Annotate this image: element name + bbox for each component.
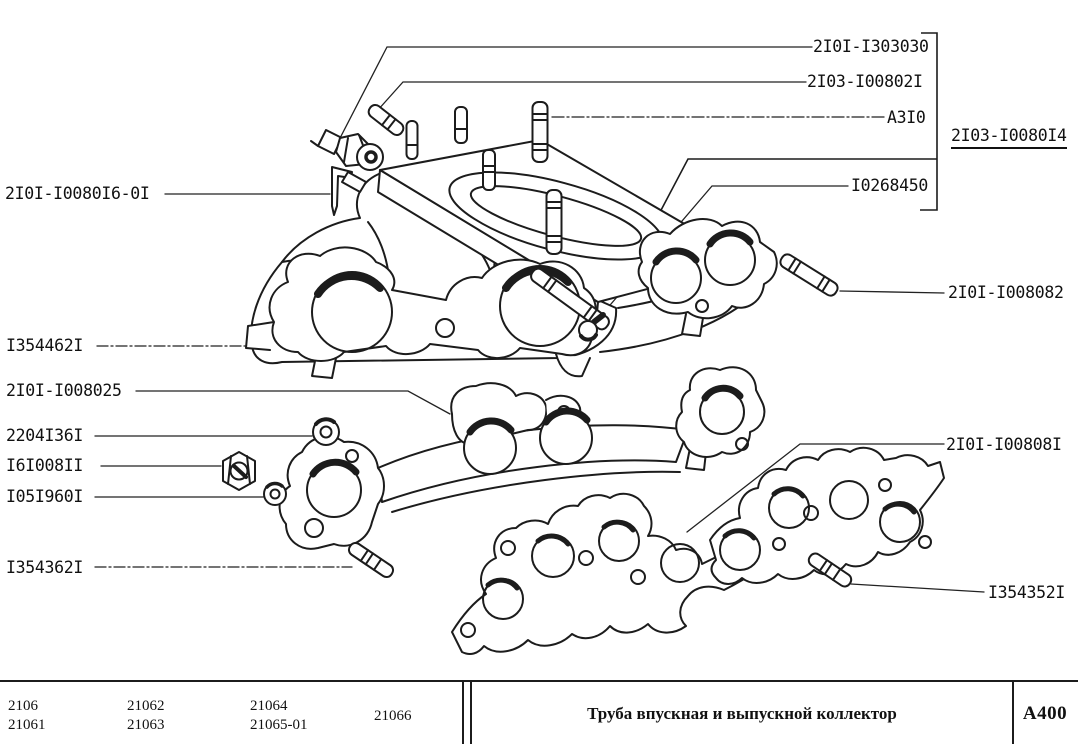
stud-1008082 [779,253,839,297]
nut-16100811 [222,451,256,491]
stud-mid [454,106,468,144]
model-21063: 21063 [127,717,165,733]
callout-16100811: I6I008II [6,456,84,475]
intake-manifold [245,139,778,379]
bolt-10268450 [578,312,606,342]
callout-10268450: I0268450 [851,176,929,195]
footer-table: 2106 21061 21062 21063 21064 21065-01 21… [0,680,1078,744]
intake-right-flange [637,218,778,337]
stud-1008021 [367,103,405,137]
stud-a310 [531,101,549,163]
model-21066: 21066 [374,708,412,724]
model-21065-01: 21065-01 [250,717,308,733]
stud-13543521 [807,552,853,588]
washer-10519601 [263,481,287,506]
divider-left-a [462,682,464,744]
section-title: Труба впускная и выпускной коллектор [587,704,897,723]
exhaust-hardware [222,417,395,579]
stud-long-lower [530,267,610,331]
needle-pin [331,166,367,216]
intake-hardware [310,101,839,342]
model-21062: 21062 [127,698,165,714]
callout-2103-1008021: 2I03-I00802I [807,72,923,91]
page-code: А400 [1022,703,1068,724]
callout-2101-1303030: 2I0I-I303030 [813,37,929,56]
gasket-right-half [709,446,945,585]
washer-22041361 [312,417,340,446]
exhaust-right-flange [675,366,766,471]
callout-a310: A3I0 [887,108,926,127]
stud-on-plate-left [482,149,496,191]
stud-on-plate-right [545,189,563,255]
model-2106: 2106 [8,698,38,714]
exhaust-left-flange [278,435,385,550]
model-21064: 21064 [250,698,288,714]
callout-13544621: I354462I [6,336,84,355]
manifold-diagram [94,32,985,655]
callout-2101-1008081: 2I0I-I00808I [946,435,1062,454]
callout-2101-1008082: 2I0I-I008082 [948,283,1064,302]
divider-right [1012,682,1014,744]
stud-small [405,120,419,160]
manifold-gasket [451,446,945,655]
union-fitting [310,129,384,171]
callout-2103-1008014: 2I03-I0080I4 [951,127,1067,149]
callout-2101-1008025: 2I0I-I008025 [6,381,122,400]
model-21061: 21061 [8,717,46,733]
callout-2101-1008016-01: 2I0I-I0080I6-0I [5,184,150,203]
callout-13543521: I354352I [988,583,1066,602]
gasket-left-half [451,492,807,655]
callout-13543621: I354362I [6,558,84,577]
divider-left-b [470,682,472,744]
callout-10519601: I05I960I [6,487,84,506]
stud-13543621 [347,541,395,579]
callout-22041361: 2204I36I [6,426,84,445]
exhaust-manifold [278,366,766,550]
